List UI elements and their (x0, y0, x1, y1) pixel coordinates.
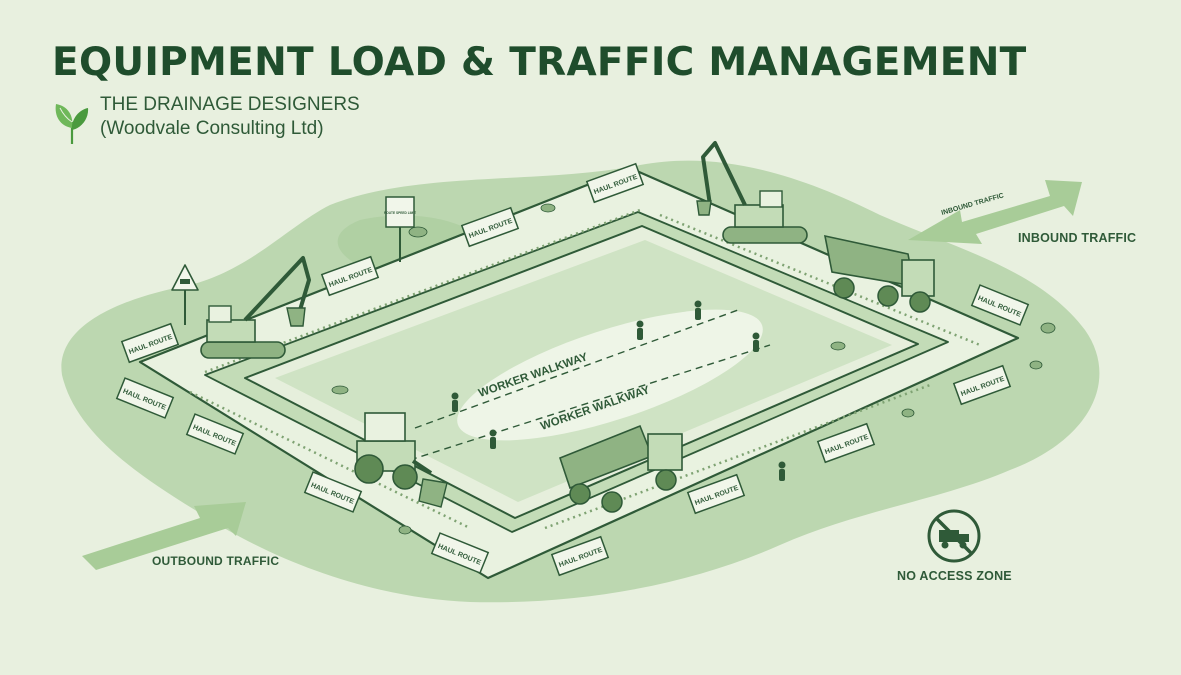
excavator-icon (696, 141, 808, 244)
direction-markings (189, 208, 981, 530)
warning-sign-icon (171, 264, 199, 325)
haul-route-sign: HAUL ROUTE (816, 422, 876, 464)
haul-route-sign: HAUL ROUTE (686, 473, 746, 515)
excavator-icon (200, 256, 311, 359)
brand-subtitle: (Woodvale Consulting Ltd) (100, 118, 324, 139)
no-truck-icon (927, 509, 981, 563)
haul-route-sign: HAUL ROUTE (320, 255, 380, 297)
dump-truck-icon (559, 424, 683, 513)
dump-truck-icon (823, 234, 935, 313)
worker-figure (489, 429, 497, 449)
brand: THE DRAINAGE DESIGNERS (Woodvale Consult… (52, 94, 412, 148)
light-patch (457, 309, 763, 441)
haul-route-sign: HAUL ROUTE (120, 322, 180, 364)
page-title: EQUIPMENT LOAD & TRAFFIC MANAGEMENT (52, 40, 1027, 85)
brand-name: THE DRAINAGE DESIGNERS (100, 94, 360, 115)
workers (451, 300, 786, 481)
worker-figure (778, 461, 786, 481)
worker-figure (451, 392, 459, 412)
worker-figure (694, 300, 702, 320)
speed-limit-sign: ROUTE SPEED LIMIT (384, 196, 416, 262)
rocks (331, 203, 1056, 535)
haul-route-signs: HAUL ROUTE HAUL ROUTE HAUL ROUTE HAUL RO… (115, 162, 1030, 577)
haul-route-sign: HAUL ROUTE (585, 162, 645, 204)
worker-figure (636, 320, 644, 340)
svg-text:ROUTE SPEED LIMIT: ROUTE SPEED LIMIT (384, 211, 416, 215)
haul-route-sign: HAUL ROUTE (460, 206, 520, 248)
outbound-traffic-label: OUTBOUND TRAFFIC (152, 554, 280, 568)
outbound-arrow-icon (82, 502, 246, 570)
no-access-zone-label: NO ACCESS ZONE (897, 569, 1012, 583)
inbound-traffic-label: INBOUND TRAFFIC (1018, 231, 1137, 245)
wheel-loader-icon (354, 412, 448, 508)
worker-figure (752, 332, 760, 352)
leaf-icon (55, 104, 89, 144)
haul-route-sign: HAUL ROUTE (550, 535, 610, 577)
walkway-lines (409, 309, 771, 461)
haul-route-sign: HAUL ROUTE (952, 364, 1012, 406)
